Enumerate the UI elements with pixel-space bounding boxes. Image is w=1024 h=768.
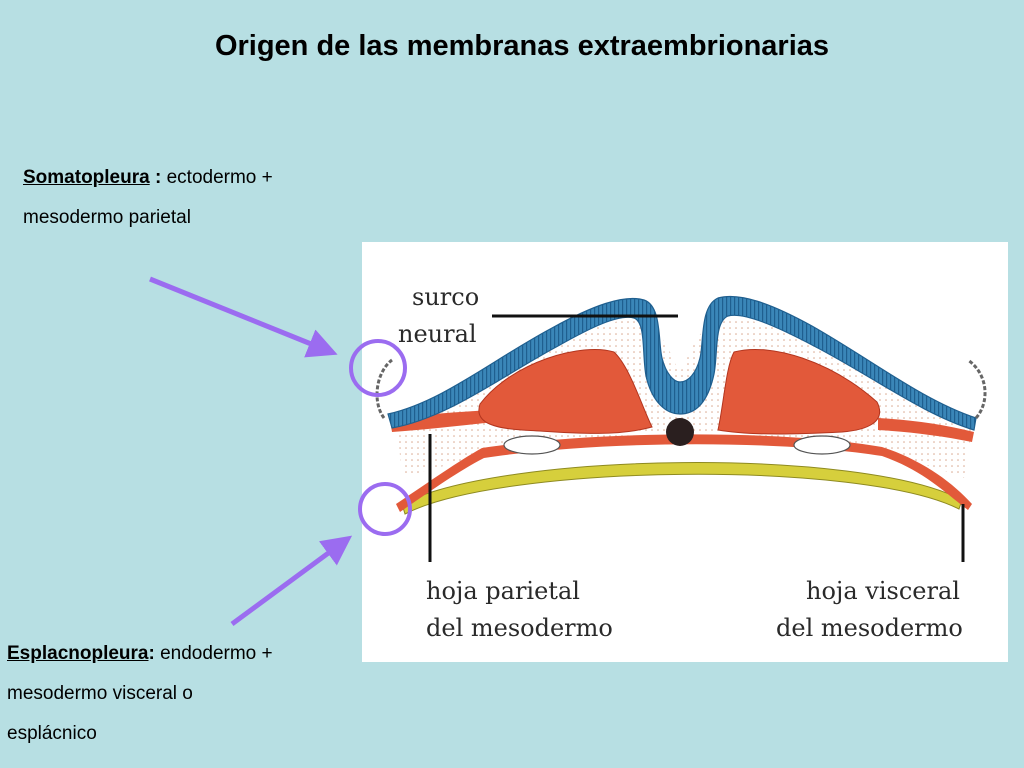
coelom-right bbox=[793, 435, 851, 455]
page-title: Origen de las membranas extraembrionaria… bbox=[214, 30, 830, 62]
esplacnopleura-arrow bbox=[230, 535, 353, 627]
esplacnopleura-label: Esplacnopleura: endodermo + mesodermo vi… bbox=[7, 634, 273, 754]
embryo-diagram-panel: surco neural hoja parietal del mesodermo… bbox=[362, 242, 1008, 662]
embryo-cross-section: surco neural hoja parietal del mesodermo… bbox=[375, 283, 987, 642]
somatopleura-label: Somatopleura : ectodermo + mesodermo par… bbox=[23, 158, 273, 238]
visceral-label-line-2: del mesodermo bbox=[776, 614, 963, 642]
surco-label-line-1: surco bbox=[412, 283, 479, 311]
somatopleura-line-2: mesodermo parietal bbox=[23, 207, 191, 228]
coelom-left bbox=[503, 435, 561, 455]
esplacnopleura-line-2: mesodermo visceral o bbox=[7, 683, 193, 704]
esplacnopleura-definition-start: endodermo + bbox=[160, 643, 273, 664]
paraxial-mesoderm-right bbox=[717, 348, 880, 435]
somatopleura-separator: : bbox=[149, 167, 167, 188]
somatopleura-arrow bbox=[149, 276, 338, 358]
somatopleura-term: Somatopleura bbox=[23, 167, 150, 188]
notochord bbox=[666, 418, 694, 446]
esplacnopleura-term: Esplacnopleura bbox=[7, 643, 149, 664]
surco-label-line-2: neural bbox=[398, 320, 477, 348]
esplacnopleura-line-3: esplácnico bbox=[7, 723, 97, 744]
somatopleura-definition-start: ectodermo + bbox=[166, 167, 273, 188]
paraxial-mesoderm-left bbox=[478, 348, 653, 434]
parietal-mesoderm bbox=[390, 410, 974, 442]
somatopleura-line-1: Somatopleura : ectodermo + bbox=[23, 158, 273, 198]
endoderm-layer bbox=[401, 462, 963, 515]
esplacnopleura-line-1: Esplacnopleura: endodermo + bbox=[7, 634, 273, 674]
amnion-edge-right bbox=[967, 358, 987, 419]
esplacnopleura-separator: : bbox=[148, 643, 161, 664]
parietal-label-line-1: hoja parietal bbox=[426, 577, 580, 605]
amnion-edge-left bbox=[375, 358, 393, 419]
visceral-label-line-1: hoja visceral bbox=[806, 577, 960, 605]
parietal-label-line-2: del mesodermo bbox=[426, 614, 613, 642]
